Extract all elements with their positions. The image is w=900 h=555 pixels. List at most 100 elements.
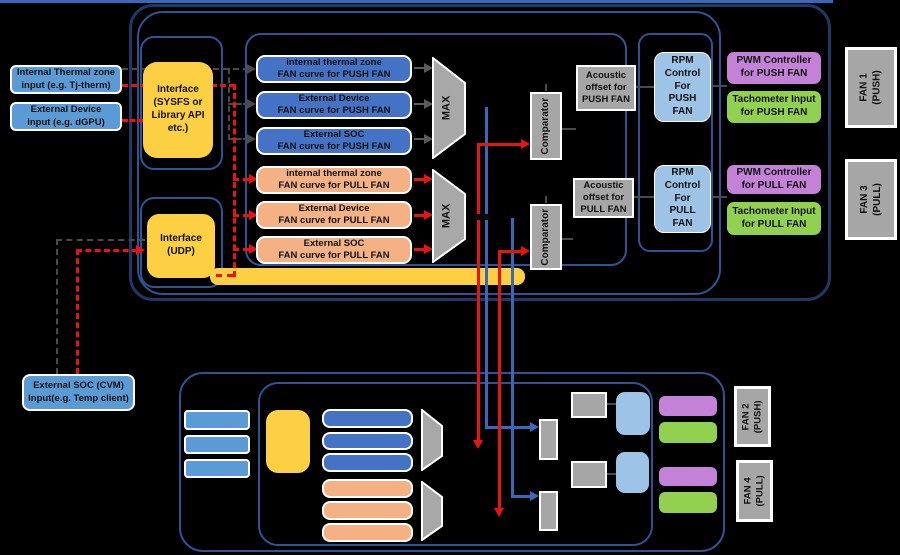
bottom-curve-blue-1 [322,409,413,428]
max-trapezoid-pull [432,169,466,263]
fan1-push-block: FAN 1 (PUSH) [845,47,897,128]
bottom-comparator-2 [539,491,558,531]
tick-acoustic-to-rpm-pull [633,196,654,198]
wire-pull-branch-1 [233,178,249,181]
wire-curve1-to-max [414,67,426,69]
bottom-interface-block [266,410,310,473]
tick-bottom-gray-1 [607,403,616,405]
tachometer-input-push: Tachometer Input for PUSH FAN [727,91,821,123]
arrow-red-push-down [473,440,483,449]
udp-interface-container [140,197,223,288]
arrow-blue-pull [530,491,539,501]
wire-blue-pull-vertical [511,218,514,498]
interface-udp-block: Interface (UDP) [147,214,215,278]
arrow-red-into-comparator-push [521,139,530,149]
tick-rpm-to-pwm-push [713,85,727,87]
rpm-control-container [638,33,713,252]
fan3-pull-block: FAN 3 (PULL) [845,159,897,240]
wire-push-branch-3 [228,138,249,140]
bottom-inner-container [258,382,653,546]
rpm-control-push: RPM Control For PUSH FAN [654,52,711,122]
sysfs-interface-container [140,36,223,170]
comparator-push: Comparator [530,92,562,160]
arrow-pull-curve-1 [249,174,258,184]
bottom-comparator-1 [539,419,558,460]
junction-tick [475,214,490,220]
fan-curve-pull-external-device: External Device FAN curve for PULL FAN [256,201,412,229]
bottom-rpm-1 [616,392,650,435]
bottom-outer-container [179,372,725,552]
tick-comp-pull-top [545,196,547,203]
fan-curve-pull-external-soc: External SOC FAN curve for PULL FAN [256,236,412,264]
bottom-max-trapezoid-1 [421,409,443,471]
arrow-blue-push [530,422,539,432]
bottom-input-bar-1 [184,410,250,430]
wire-udp-stub-red [216,274,233,277]
arrow-max-pull-2 [424,210,433,220]
tick-acoustic-to-rpm-push [636,86,654,88]
top-inner-container [137,11,721,295]
max-label-pull: MAX [440,203,453,229]
fan-curve-pull-internal: internal thermal zone FAN curve for PULL… [256,166,412,194]
arrow-max-pull-1 [424,174,433,184]
wire-red-push-horizontal [477,143,522,146]
tick-comp-push-to-acoustic [562,128,576,130]
tick-bottom-gray-2 [607,473,616,475]
bottom-input-bar-2 [184,435,250,454]
input-internal-thermal-zone: Internal Thermal zone input (e.g. Tj-the… [10,65,122,94]
wire-pull-branch-3 [233,248,249,251]
bus-line-horizontal [0,0,833,3]
wire-red-pull-horizontal [498,250,522,253]
fan-curve-push-external-device: External Device FAN curve for PUSH FAN [256,91,412,119]
fan-curve-push-external-soc: External SOC FAN curve for PUSH FAN [256,127,412,155]
arrow-max-push-3 [424,134,433,144]
wire-pull-branch-2 [233,214,249,217]
arrow-red-into-comparator-pull [521,246,530,256]
fan4-pull-block: FAN 4 (PULL) [736,460,773,522]
wire-curve6-to-max [414,248,426,251]
arrow-pull-curve-3 [249,244,258,254]
bottom-curve-blue-2 [322,432,413,450]
bottom-curve-blue-3 [322,453,413,472]
arrow-red-pull-down [494,508,504,517]
udp-yellow-bus-bar [210,268,525,285]
arrow-push-curve-1 [247,64,256,74]
wire-curve2-to-max [414,103,426,105]
wire-red-push-vertical [477,143,480,440]
tick-rpm-to-pwm-pull [713,196,727,198]
pwm-controller-push: PWM Controller for PUSH FAN [727,52,821,84]
wire-blue-push-horizontal [485,426,532,429]
fan2-push-block: FAN 2 (PUSH) [734,386,771,447]
rpm-control-pull: RPM Control For PULL FAN [654,165,711,233]
bottom-curve-orange-1 [322,479,413,498]
arrow-pull-curve-2 [249,210,258,220]
fan-curve-container [245,33,627,266]
input-external-device: External Device input (e.g. dGPU) [10,102,122,131]
bottom-pwm-1 [659,396,717,416]
max-trapezoid-push [432,57,466,159]
comparator-pull: Comparator [530,204,562,270]
wire-cvm-to-udp-dark [56,239,145,241]
bottom-tach-1 [659,422,717,443]
acoustic-offset-push: Acoustic offset for PUSH FAN [576,65,636,111]
tick-comp-push-top [545,84,547,91]
bottom-acoustic-1 [571,392,607,418]
arrow-push-curve-2 [247,99,256,109]
bottom-rpm-2 [616,452,649,493]
wire-curve3-to-max [414,138,426,140]
arrow-cvm-to-udp [136,245,145,255]
wire-cvm-vertical-red [76,249,79,374]
bottom-curve-orange-3 [322,523,413,542]
wire-blue-pull-horizontal [511,495,532,498]
wire-curve5-to-max [414,214,426,217]
bottom-acoustic-2 [571,461,607,488]
bottom-curve-orange-2 [322,501,413,520]
pwm-controller-pull: PWM Controller for PULL FAN [727,165,821,194]
tick-comp-pull-to-acoustic [562,238,573,240]
bottom-pwm-2 [659,467,717,486]
arrow-max-push-1 [424,63,433,73]
arrow-max-push-2 [424,99,433,109]
tachometer-input-pull: Tachometer Input for PULL FAN [727,202,821,235]
bottom-max-trapezoid-2 [421,481,443,541]
